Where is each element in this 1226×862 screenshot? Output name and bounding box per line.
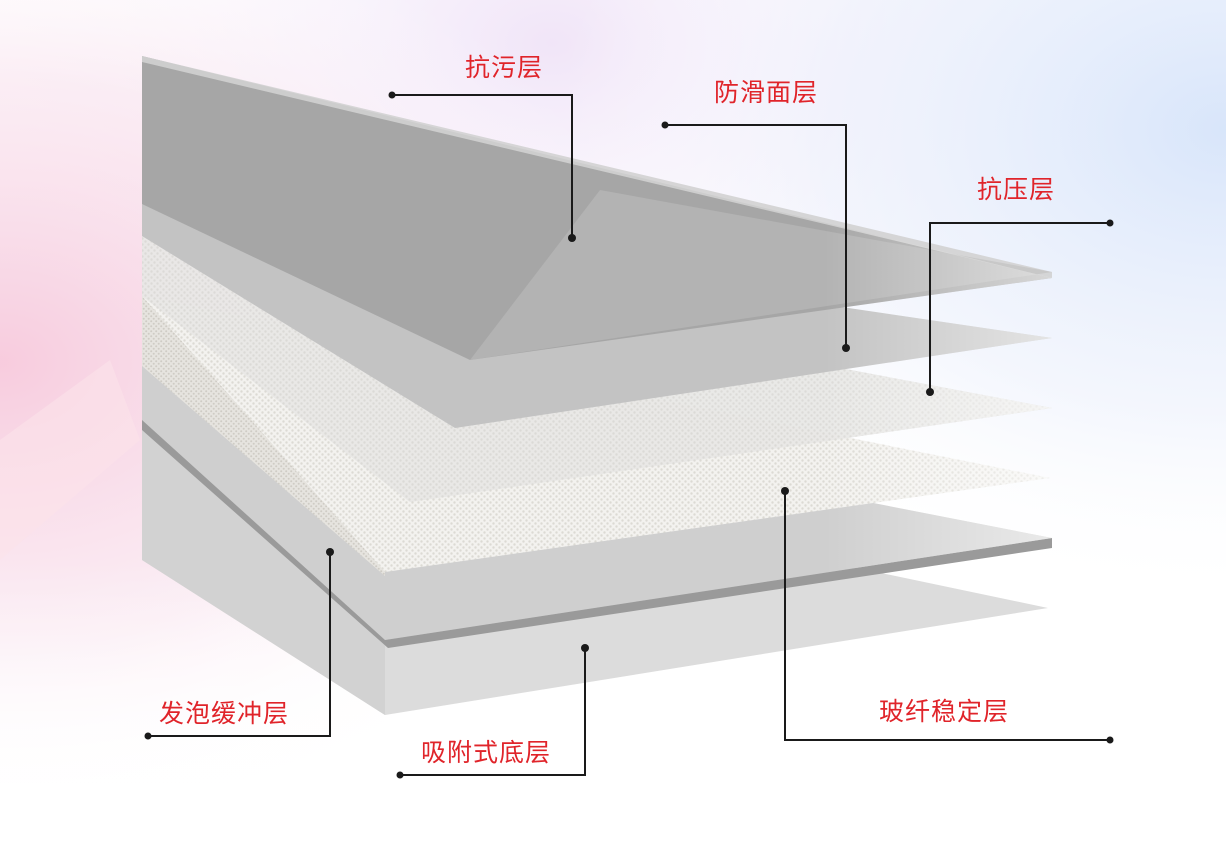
anchor-dot <box>1106 736 1114 744</box>
label-anti-pressure: 抗压层 <box>977 175 1056 204</box>
layer-stack <box>142 56 1052 715</box>
anchor-dot <box>144 732 152 740</box>
anchor-dot <box>326 548 334 556</box>
label-adhesive-base: 吸附式底层 <box>421 738 552 767</box>
anchor-dot <box>1106 219 1114 227</box>
anchor-dot <box>926 388 934 396</box>
anchor-dot <box>388 91 396 99</box>
leader-lines <box>148 94 1110 776</box>
anchor-dot <box>781 487 789 495</box>
leader-anti-pressure <box>929 222 1110 392</box>
leader-glass-fiber <box>784 491 1110 741</box>
label-foam-cushion: 发泡缓冲层 <box>159 699 290 728</box>
anchor-dot <box>568 234 576 242</box>
leader-anti-slip-surface <box>665 124 847 348</box>
label-glass-fiber: 玻纤稳定层 <box>879 697 1010 726</box>
leader-anti-stain <box>392 94 573 238</box>
leader-dots <box>144 91 1114 779</box>
label-anti-slip-surface: 防滑面层 <box>714 78 819 107</box>
leader-adhesive-base <box>400 648 586 776</box>
label-anti-stain: 抗污层 <box>465 53 544 82</box>
anchor-dot <box>581 644 589 652</box>
anti-stain-layer-shape <box>142 56 1052 360</box>
anchor-dot <box>661 121 669 129</box>
anchor-dot <box>396 771 404 779</box>
anchor-dot <box>842 344 850 352</box>
leader-foam-cushion <box>148 552 331 737</box>
